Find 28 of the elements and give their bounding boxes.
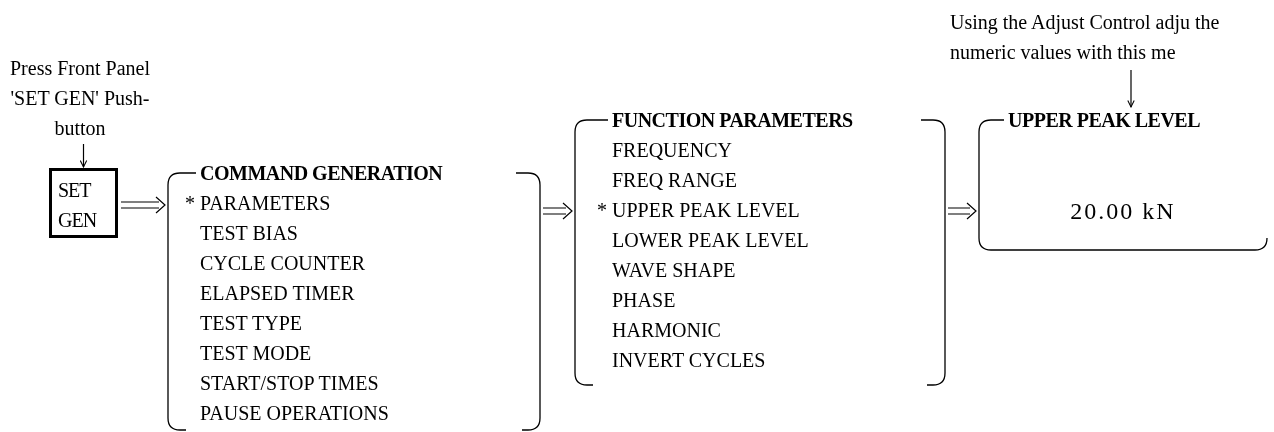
menu-item: LOWER PEAK LEVEL <box>612 228 809 253</box>
instruction-text: Press Front Panel 'SET GEN' Push-button <box>9 56 151 141</box>
arrow <box>542 202 573 220</box>
menu-item: PAUSE OPERATIONS <box>200 401 389 426</box>
menu-item: FREQUENCY <box>612 138 732 163</box>
arrow <box>1127 69 1135 108</box>
menu-item: PHASE <box>612 288 676 313</box>
menu-item: ELAPSED TIMER <box>200 281 355 306</box>
menu-item: TEST MODE <box>200 341 312 366</box>
arrow <box>79 143 88 168</box>
menu-item: START/STOP TIMES <box>200 371 379 396</box>
instruction-text: Using the Adjust Control adju the numeric values with this me <box>950 10 1221 65</box>
menu-item: WAVE SHAPE <box>612 258 736 283</box>
arrow <box>947 202 977 220</box>
menu-item: TEST TYPE <box>200 311 303 336</box>
menu-item: INVERT CYCLES <box>612 348 766 373</box>
value-readout: 20.00 kN <box>1069 197 1177 226</box>
arrow <box>120 196 166 214</box>
selected-menu-item: * PARAMETERS <box>185 191 331 216</box>
menu-item: FREQ RANGE <box>612 168 737 193</box>
menu-item: HARMONIC <box>612 318 721 343</box>
menu-item: CYCLE COUNTER <box>200 251 365 276</box>
set-gen-key: SET GEN <box>49 168 118 238</box>
menu-title: COMMAND GENERATION <box>200 161 443 186</box>
selected-menu-item: * UPPER PEAK LEVEL <box>597 198 800 223</box>
menu-title: FUNCTION PARAMETERS <box>612 108 853 133</box>
menu-item: TEST BIAS <box>200 221 298 246</box>
menu-title: UPPER PEAK LEVEL <box>1008 108 1201 133</box>
